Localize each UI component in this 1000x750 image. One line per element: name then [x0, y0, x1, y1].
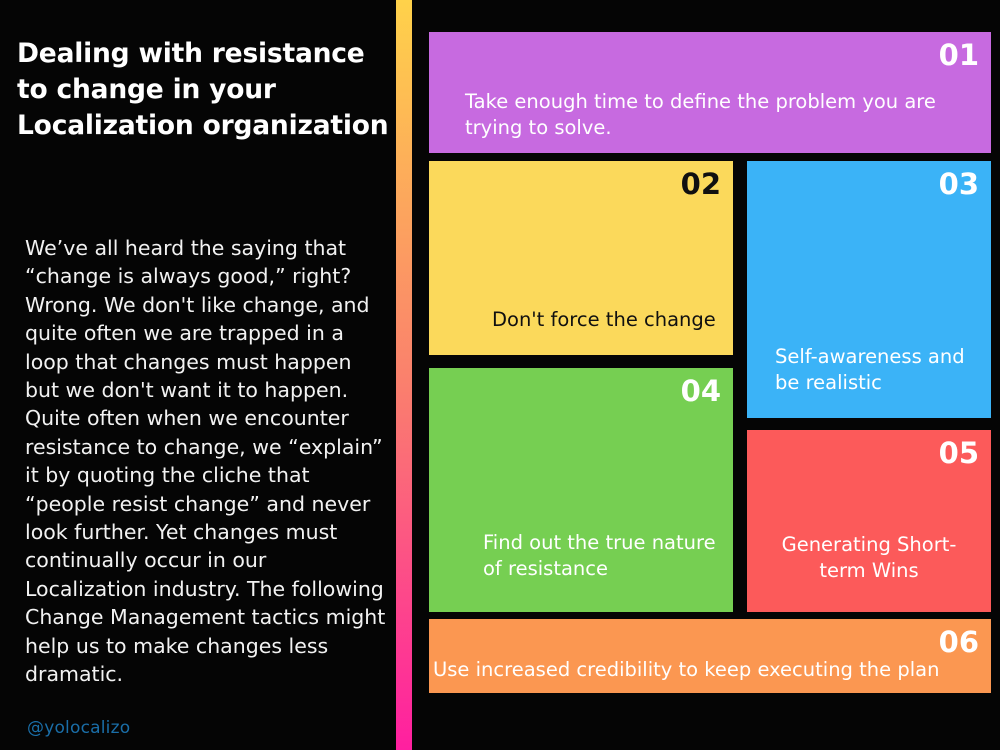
card-number-06: 06: [938, 625, 979, 659]
tactics-card-grid: 01 Take enough time to define the proble…: [429, 32, 991, 718]
card-text-06: Use increased credibility to keep execut…: [433, 658, 940, 681]
tactic-card-01[interactable]: 01 Take enough time to define the proble…: [429, 32, 991, 153]
page-title: Dealing with resistance to change in you…: [17, 38, 389, 141]
card-text-04: Find out the true nature of resistance: [483, 531, 716, 580]
card-number-02: 02: [680, 167, 721, 201]
left-text-panel: Dealing with resistance to change in you…: [0, 0, 396, 750]
card-text-05: Generating Short-term Wins: [781, 533, 957, 582]
tactic-card-02[interactable]: 02 Don't force the change: [429, 161, 733, 355]
social-handle: @yolocalizo: [27, 718, 131, 738]
card-text-03: Self-awareness and be realistic: [775, 345, 965, 394]
tactic-card-06[interactable]: 06 Use increased credibility to keep exe…: [429, 619, 991, 693]
card-text-02: Don't force the change: [492, 308, 716, 331]
tactic-card-05[interactable]: 05 Generating Short-term Wins: [747, 430, 991, 612]
card-text-01: Take enough time to define the problem y…: [465, 90, 936, 139]
card-number-04: 04: [680, 374, 721, 408]
card-number-01: 01: [938, 38, 979, 72]
body-paragraph: We’ve all heard the saying that “change …: [25, 236, 386, 687]
tactic-card-03[interactable]: 03 Self-awareness and be realistic: [747, 161, 991, 418]
gradient-divider-bar: [396, 0, 412, 750]
card-number-05: 05: [938, 436, 979, 470]
tactic-card-04[interactable]: 04 Find out the true nature of resistanc…: [429, 368, 733, 612]
card-number-03: 03: [938, 167, 979, 201]
